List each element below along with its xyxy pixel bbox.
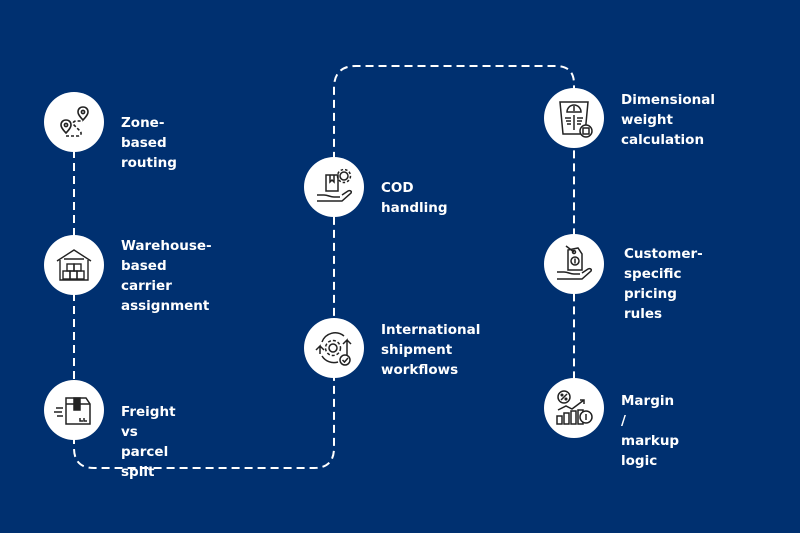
step-label: Customer-specific pricing rules: [624, 246, 703, 322]
step-label: Zone-based routing: [121, 115, 177, 171]
warehouse-icon: [44, 235, 104, 295]
step-label: International shipment workflows: [381, 322, 481, 378]
step-label: Margin / markup logic: [621, 393, 680, 469]
step-label: COD handling: [381, 180, 448, 216]
margin-chart-icon: [544, 378, 604, 438]
hand-package-gear-icon: [304, 157, 364, 217]
map-route-icon: [44, 92, 104, 152]
weight-scale-icon: [544, 88, 604, 148]
fast-package-icon: [44, 380, 104, 440]
step-label: Freight vs parcel split: [121, 404, 176, 480]
hand-price-tag-icon: [544, 234, 604, 294]
step-label: Dimensional weight calculation: [621, 92, 715, 148]
cycle-gear-check-icon: [304, 318, 364, 378]
step-label: Warehouse-based carrier assignment: [121, 238, 212, 314]
